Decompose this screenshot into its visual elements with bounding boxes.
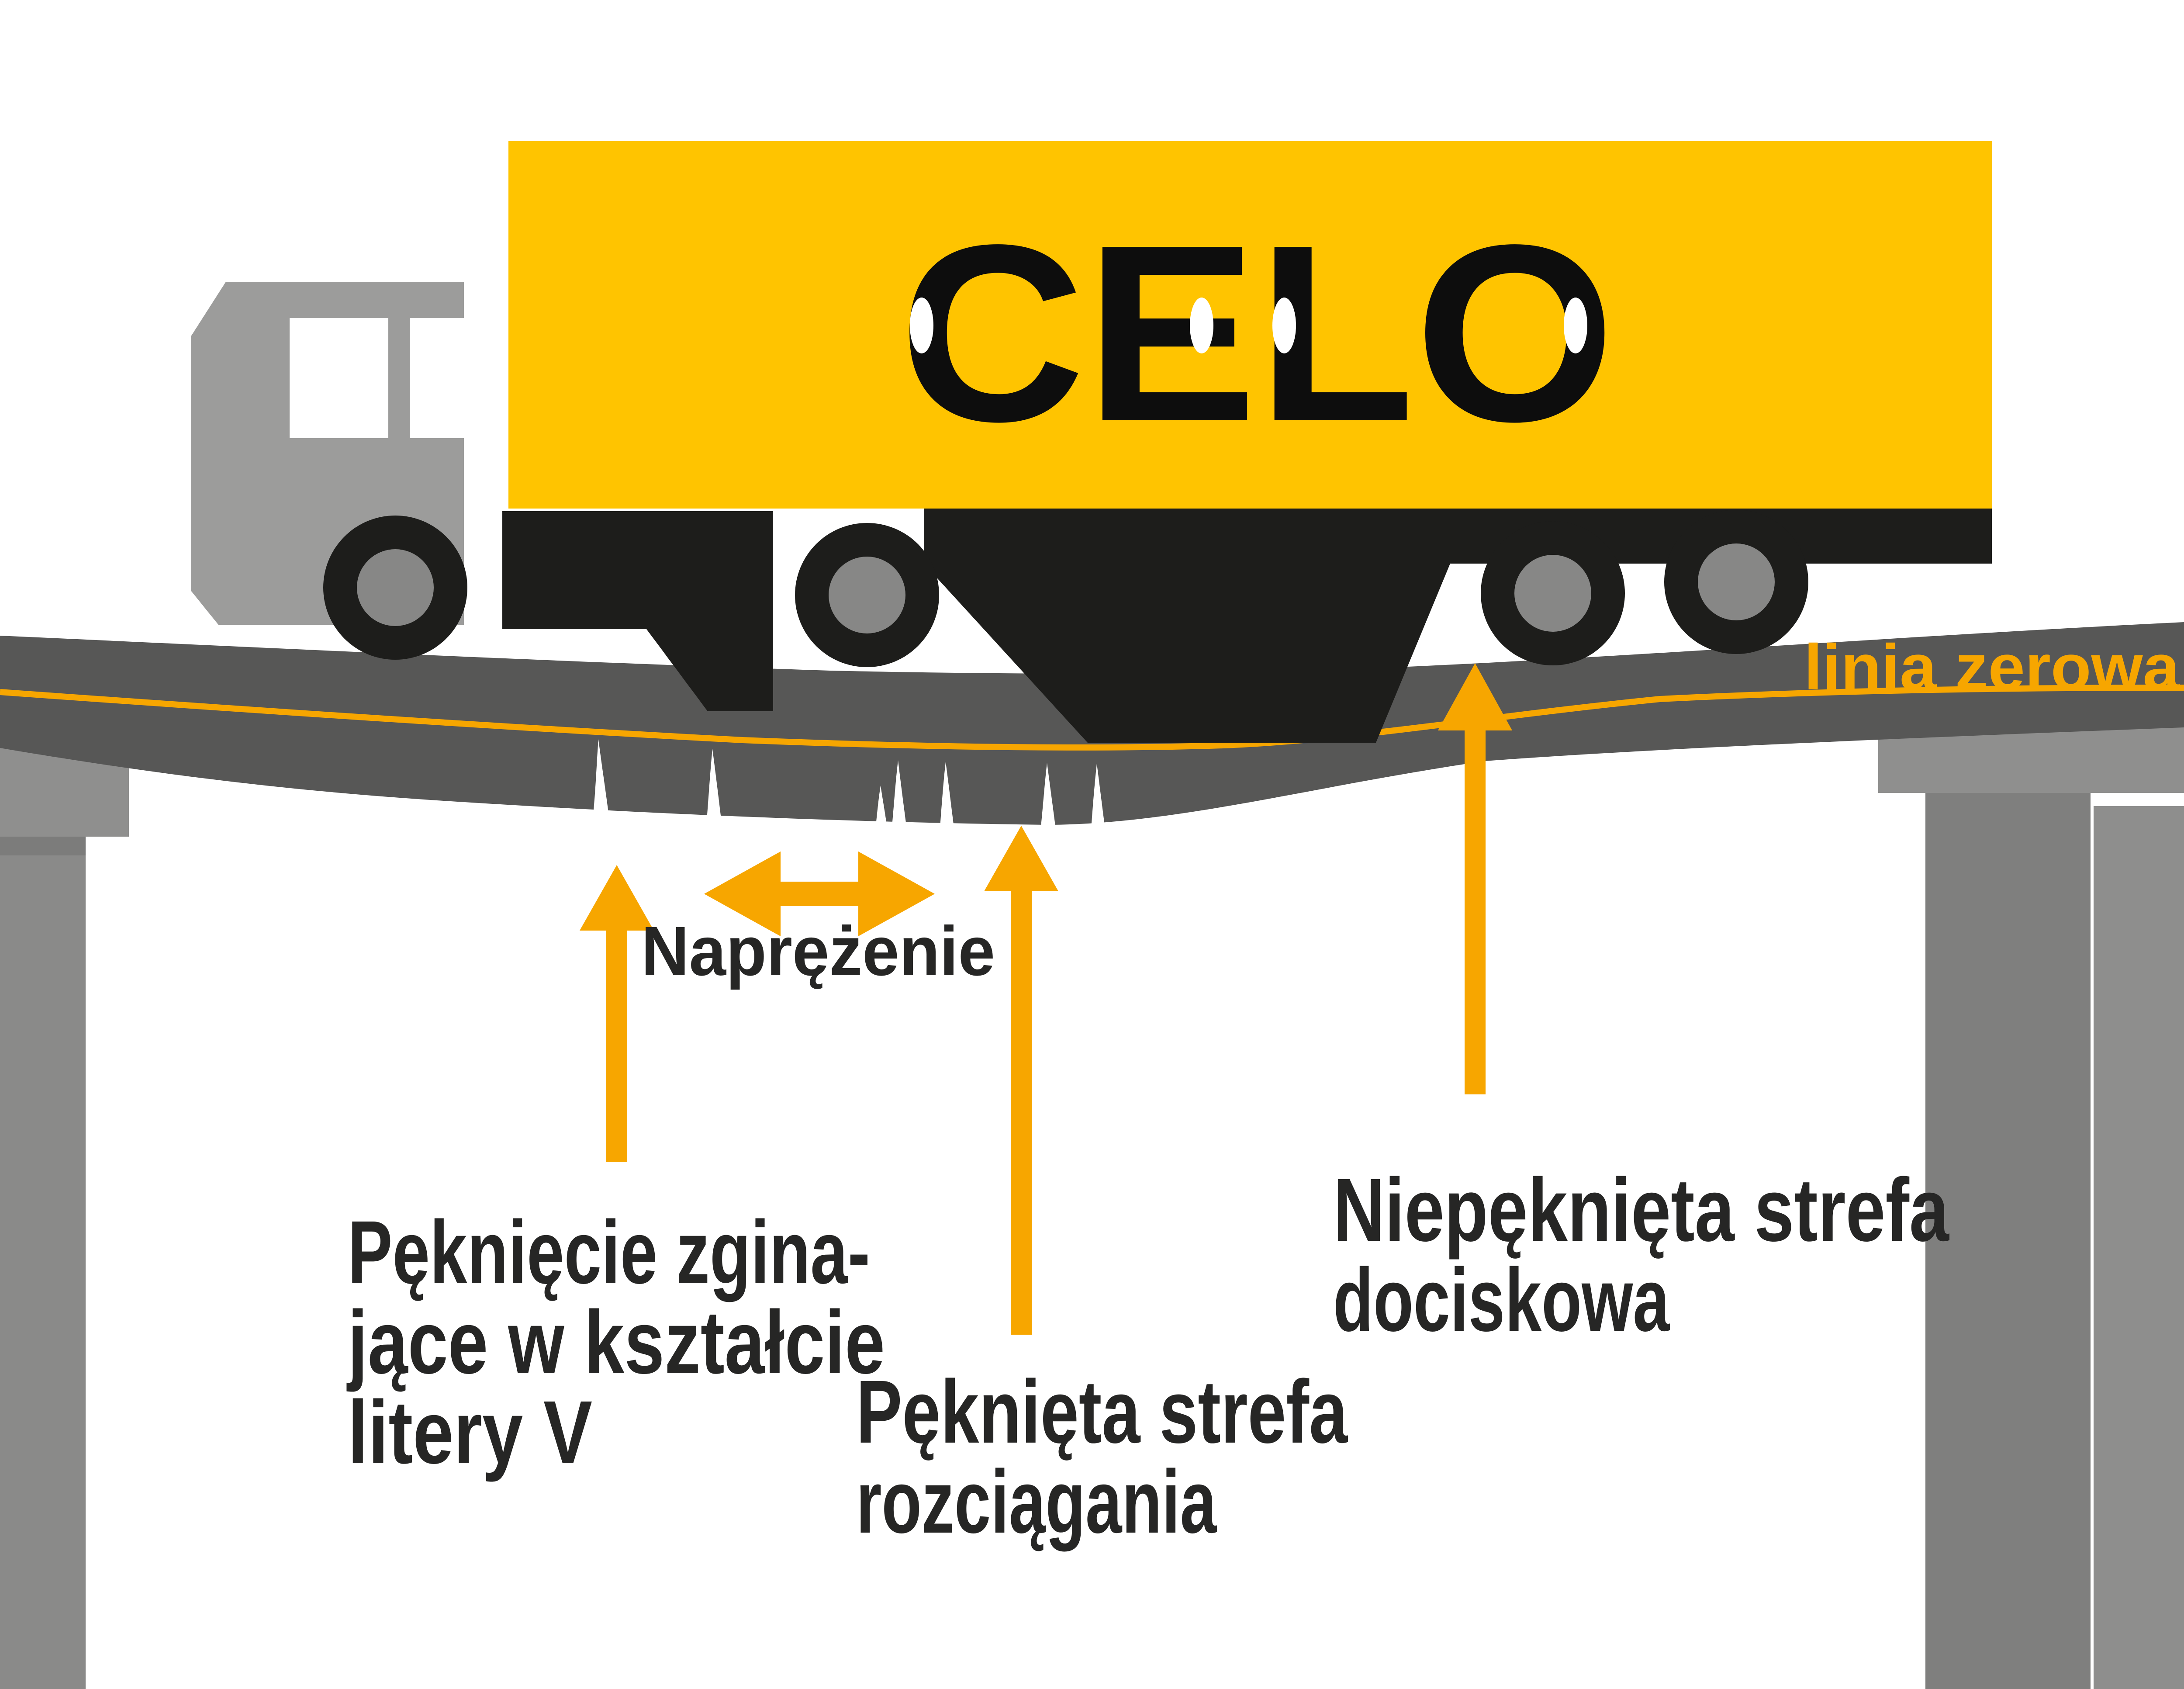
flexural-crack-up-arrow-icon [580, 865, 654, 1162]
tension-zone-arrow-icon [984, 826, 1058, 1335]
truck-wheel-front [323, 516, 467, 660]
trailer-box [508, 141, 1992, 509]
logo-dots [910, 298, 1587, 353]
compression-zone-label-line1: Niepęknięta strefa [1333, 1160, 1950, 1260]
logo-dot-icon [1190, 298, 1213, 353]
wheel-hub [1698, 543, 1775, 620]
trailer-wheel-1 [1481, 521, 1625, 665]
truck: CELO [191, 141, 1992, 743]
arrow-shaft [606, 925, 627, 1162]
right-pier [1878, 721, 2184, 1689]
crack-6 [1040, 763, 1057, 836]
crack-5 [940, 762, 955, 834]
trailer-underbody [924, 509, 1992, 743]
uncracked-compression-zone-label: Niepęknięta strefa dociskowa [1333, 1160, 1950, 1350]
left-pier-bearing-strip [0, 837, 86, 855]
zero-line [0, 685, 2184, 751]
arrow-shaft [1465, 725, 1486, 1094]
arrow-head [984, 826, 1058, 891]
cracked-tension-zone-label: Pęknięta strefa rozciągania [856, 1362, 1348, 1552]
arrow-shaft [1011, 886, 1032, 1335]
wheel-hub [829, 557, 905, 633]
logo-dot-icon [1272, 298, 1296, 353]
stress-double-arrow-icon [704, 851, 935, 936]
crack-2 [706, 749, 722, 827]
tractor-chassis [502, 511, 773, 711]
right-pier-cap [1878, 721, 2184, 793]
crack-1 [593, 739, 609, 820]
cab-window-large [290, 318, 388, 438]
right-pier-back-wall [2094, 806, 2184, 1689]
trailer-logo-text: CELO [899, 193, 1615, 474]
arrow-head [1438, 663, 1512, 730]
compression-zone-arrow-icon [1438, 663, 1512, 1094]
wheel-hub [357, 549, 434, 626]
stress-label: Naprężenie [641, 912, 995, 990]
trailer-wheel-2 [1664, 510, 1808, 654]
logo-dot-icon [1564, 298, 1587, 353]
flexural-crack-label: Pęknięcie zgina- jące w kształcie litery… [346, 1202, 885, 1482]
logo-dot-icon [910, 298, 933, 353]
flexural-crack-label-line3: litery V [348, 1382, 592, 1482]
tension-zone-label-line1: Pęknięta strefa [856, 1362, 1348, 1462]
crack-3 [875, 786, 888, 831]
cab-window-small [410, 318, 467, 438]
right-pier-column [1925, 793, 2091, 1689]
flexural-cracks [593, 739, 1106, 836]
flexural-crack-label-line1: Pęknięcie zgina- [348, 1202, 870, 1302]
wheel-hub [1514, 555, 1591, 632]
crack-7 [1091, 764, 1106, 835]
zero-line-label: linia zerowa [1804, 631, 2181, 703]
truck-wheel-drive [795, 523, 939, 667]
compression-zone-label-line2: dociskowa [1333, 1250, 1670, 1350]
annotation-arrows [580, 663, 1512, 1335]
flexural-crack-label-line2: jące w kształcie [346, 1292, 885, 1392]
arrow-head [580, 865, 654, 931]
crack-4 [892, 760, 907, 833]
left-pier-column [0, 837, 86, 1689]
tension-zone-label-line2: rozciągania [856, 1452, 1217, 1552]
